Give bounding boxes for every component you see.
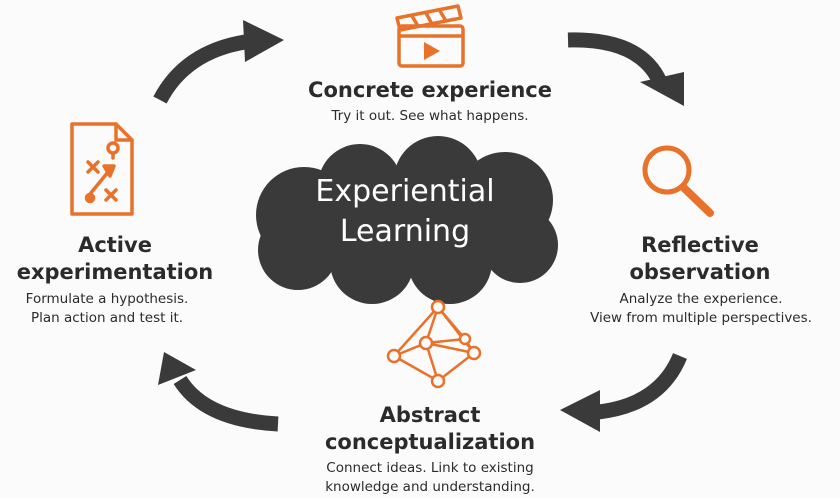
active-title-line-2: experimentation bbox=[16, 260, 214, 284]
concrete-experience-title: Concrete experience bbox=[308, 78, 552, 102]
center-title: Experiential Learning bbox=[255, 172, 555, 252]
arrow-bottom-right bbox=[560, 352, 687, 432]
center-title-line-2: Learning bbox=[339, 214, 471, 249]
active-experimentation-desc: Formulate a hypothesis. Plan action and … bbox=[2, 290, 212, 328]
arrow-top-right bbox=[567, 32, 684, 106]
active-experimentation-title: Active experimentation bbox=[10, 232, 220, 286]
network-icon bbox=[386, 299, 482, 389]
active-title-line-1: Active bbox=[78, 233, 152, 257]
clapperboard-icon bbox=[395, 4, 465, 68]
reflective-desc-line-2: View from multiple perspectives. bbox=[590, 310, 812, 326]
abstract-desc-line-2: knowledge and understanding. bbox=[325, 479, 535, 495]
reflective-observation-desc: Analyze the experience. View from multip… bbox=[570, 290, 832, 328]
active-desc-line-1: Formulate a hypothesis. bbox=[25, 291, 189, 307]
reflective-observation-title: Reflective observation bbox=[590, 232, 810, 286]
center-cloud bbox=[256, 136, 558, 304]
abstract-conceptualization-title: Abstract conceptualization bbox=[300, 402, 560, 456]
reflective-title-line-1: Reflective bbox=[641, 233, 759, 257]
abstract-conceptualization-desc: Connect ideas. Link to existing knowledg… bbox=[290, 459, 570, 497]
strategy-document-icon bbox=[70, 122, 134, 216]
reflective-title-line-2: observation bbox=[629, 260, 771, 284]
concrete-experience-desc: Try it out. See what happens. bbox=[331, 108, 529, 124]
arrow-top-left bbox=[153, 20, 284, 104]
abstract-title-line-2: conceptualization bbox=[324, 430, 536, 454]
abstract-desc-line-1: Connect ideas. Link to existing bbox=[326, 460, 534, 476]
reflective-desc-line-1: Analyze the experience. bbox=[619, 291, 783, 307]
active-desc-line-2: Plan action and test it. bbox=[30, 310, 184, 326]
abstract-title-line-1: Abstract bbox=[379, 403, 481, 427]
center-title-line-1: Experiential bbox=[315, 174, 495, 209]
magnifier-icon bbox=[642, 145, 714, 217]
arrow-bottom-left bbox=[158, 352, 279, 432]
